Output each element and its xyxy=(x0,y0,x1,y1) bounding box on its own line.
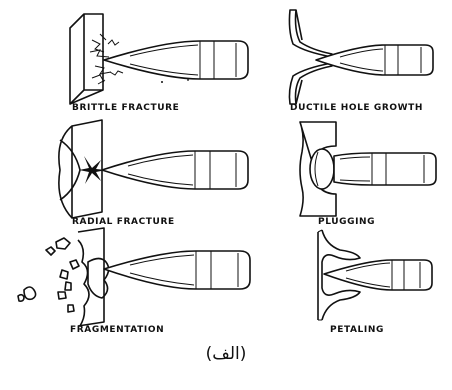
fragmentation-projectile xyxy=(104,251,250,289)
panel-ductile-hole-growth: DUCTILE HOLE GROWTH xyxy=(289,10,433,113)
plugging-projectile xyxy=(334,153,436,185)
label-radial-fracture: RADIAL FRACTURE xyxy=(72,217,175,227)
panel-petaling: PETALING xyxy=(318,230,432,335)
panel-fragmentation: FRAGMENTATION xyxy=(18,228,250,335)
plug-disc xyxy=(310,149,334,189)
panel-plugging: PLUGGING xyxy=(300,122,436,227)
panel-brittle-fracture: BRITTLE FRACTURE xyxy=(70,14,248,113)
label-petaling: PETALING xyxy=(330,325,384,335)
brittle-plate xyxy=(70,14,103,104)
radial-projectile xyxy=(102,151,248,189)
figure-label: (الف) xyxy=(0,344,452,364)
fragmentation-plate xyxy=(78,228,109,326)
petaling-projectile xyxy=(324,260,432,290)
label-ductile-hole-growth: DUCTILE HOLE GROWTH xyxy=(290,103,423,113)
brittle-projectile xyxy=(104,41,248,79)
label-fragmentation: FRAGMENTATION xyxy=(70,325,164,335)
ductile-projectile xyxy=(316,45,433,75)
label-brittle-fracture: BRITTLE FRACTURE xyxy=(72,103,179,113)
penetration-modes-diagram: BRITTLE FRACTURE DUCTILE HOLE GROWTH R xyxy=(0,0,452,340)
panel-radial-fracture: RADIAL FRACTURE xyxy=(59,120,248,227)
fragmentation-debris xyxy=(18,238,79,312)
label-plugging: PLUGGING xyxy=(318,217,375,227)
